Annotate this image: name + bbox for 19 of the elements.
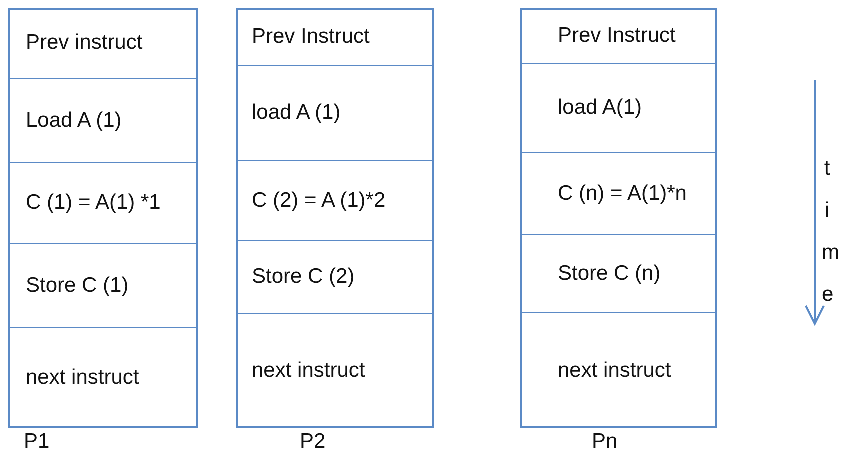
instruction-text: next instruct [558, 358, 672, 382]
time-label: time [822, 156, 846, 308]
instruction-text: Store C (1) [26, 274, 129, 298]
instruction-text: Load A (1) [26, 108, 122, 132]
instruction-text: next instruct [26, 366, 140, 390]
instruction-text: Prev Instruct [252, 24, 370, 48]
instruction-text: Prev Instruct [558, 24, 676, 48]
instruction-text: Prev instruct [26, 31, 143, 55]
processor-label: P2 [300, 430, 326, 454]
processor-label: Pn [592, 430, 618, 454]
instruction-text: C (2) = A (1)*2 [252, 188, 386, 212]
instruction-text: Store C (n) [558, 262, 661, 286]
instruction-text: next instruct [252, 359, 366, 383]
instruction-text: load A(1) [558, 96, 642, 120]
instruction-text: Store C (2) [252, 265, 355, 289]
instruction-text: C (1) = A(1) *1 [26, 191, 161, 215]
instruction-text: load A (1) [252, 101, 341, 125]
instruction-text: C (n) = A(1)*n [558, 182, 687, 206]
processor-label: P1 [24, 430, 50, 454]
